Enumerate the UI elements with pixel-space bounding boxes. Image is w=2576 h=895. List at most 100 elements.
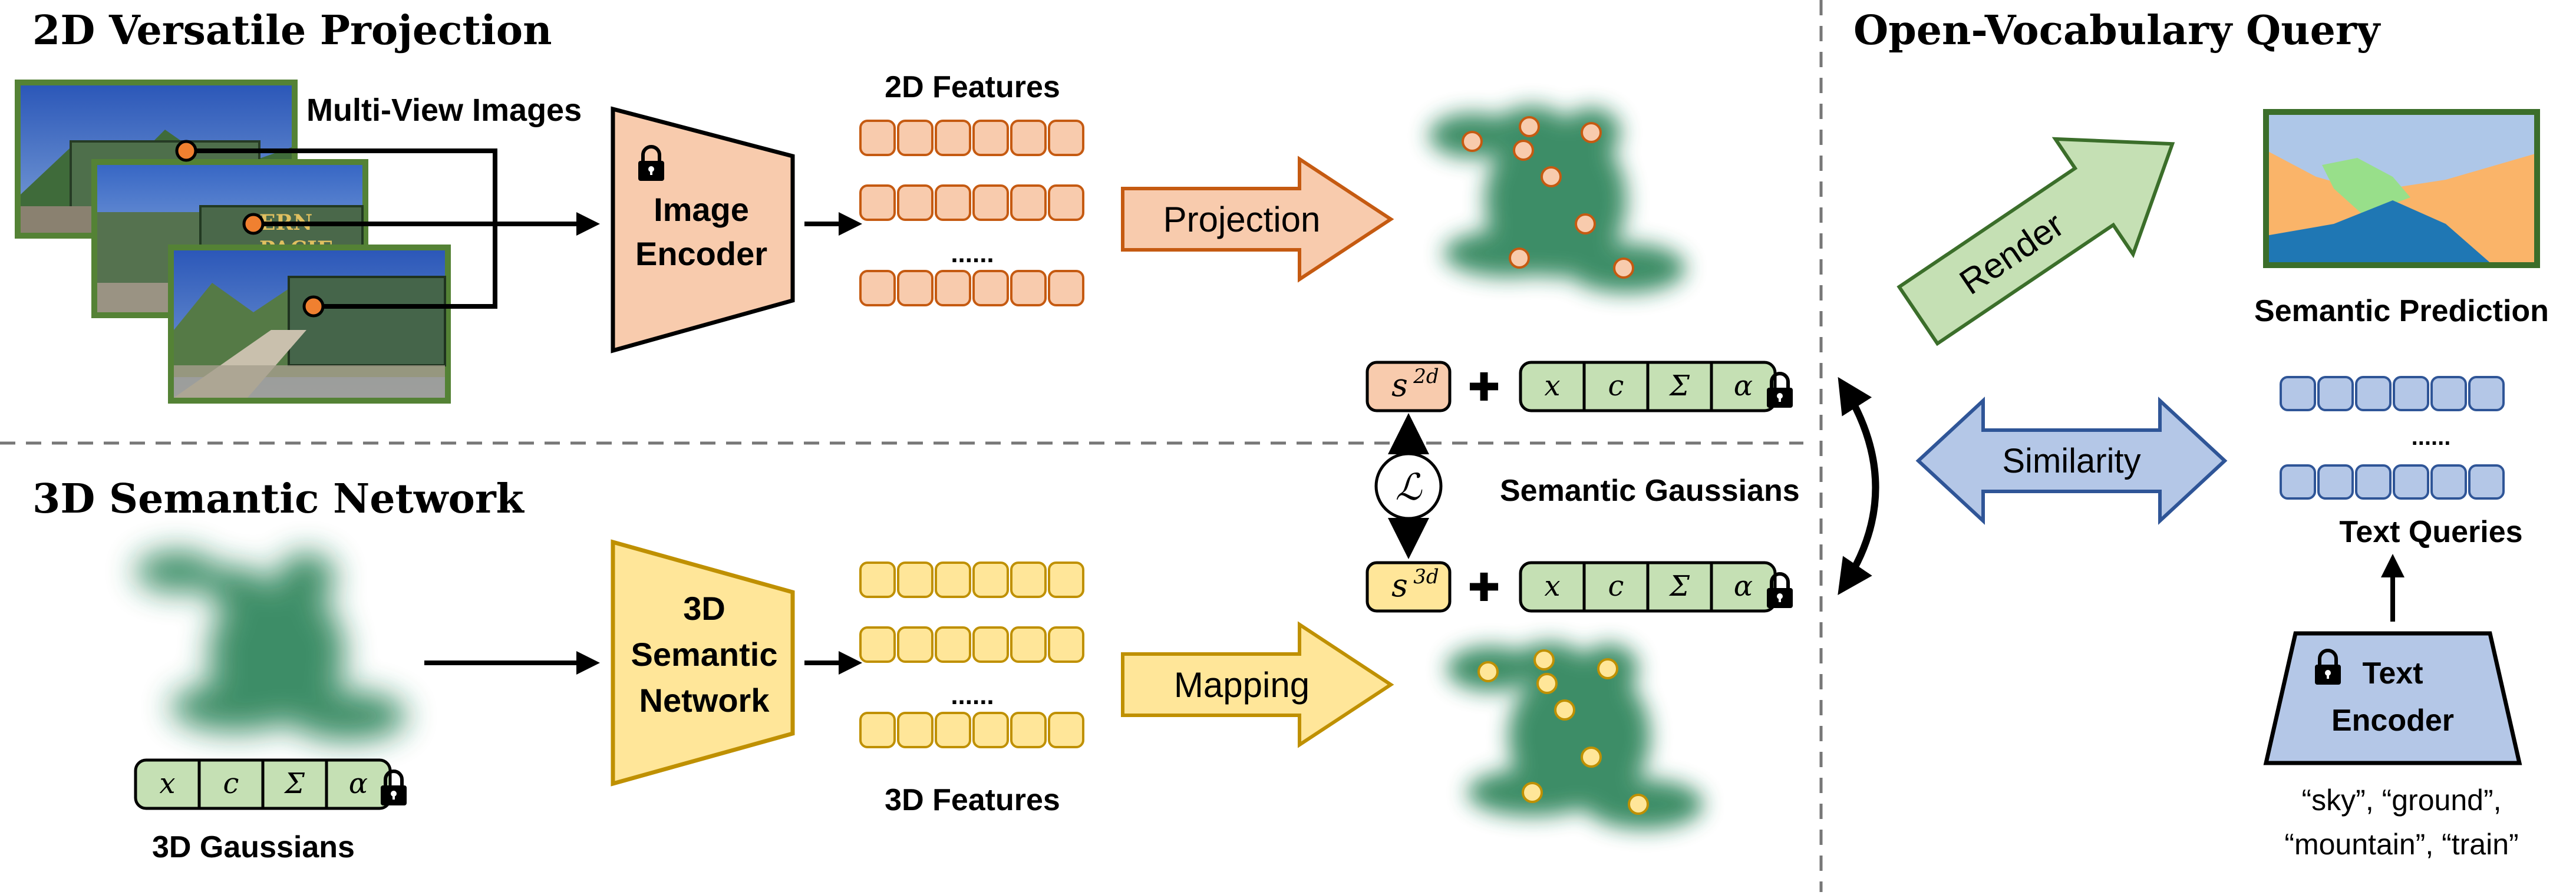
multi-view-images-label: Multi-View Images: [306, 93, 582, 128]
loss-connector: ℒ: [1374, 413, 1443, 559]
text-query-cell: [2430, 464, 2467, 500]
plus-icon: ✚: [1467, 365, 1500, 409]
feature-cell: [1010, 562, 1047, 598]
view-image-3: [168, 245, 451, 404]
feature-cell: [897, 120, 934, 156]
param-3: α: [1734, 369, 1753, 402]
section-title-projection: 2D Versatile Projection: [32, 7, 552, 54]
feature-cell: [859, 562, 896, 598]
features-2d-label: 2D Features: [885, 70, 1060, 104]
loss-icon: ℒ: [1396, 465, 1423, 508]
network-label-3: Network: [639, 682, 770, 719]
feature-cell: [1010, 712, 1047, 748]
lock-icon: [1767, 574, 1793, 608]
projection-arrow: Projection: [1121, 156, 1394, 283]
feature-cell: [935, 120, 971, 156]
text-query-cell: [2280, 464, 2316, 500]
features-3d-grid: [859, 562, 1084, 748]
section-title-query: Open-Vocabulary Query: [1853, 7, 2382, 54]
param-2: Σ: [1668, 570, 1690, 603]
feature-cell: [935, 626, 971, 663]
semantic-gaussians-2d-blob: [1429, 106, 1686, 293]
feature-cell: [1048, 626, 1084, 663]
lock-icon: [381, 771, 407, 805]
param-2: Σ: [283, 767, 305, 800]
multi-view-images: ERN PACIF: [15, 80, 600, 404]
text-query-cell: [2280, 376, 2316, 411]
text-encoder-label-2: Encoder: [2331, 704, 2454, 738]
gaussians-3d-label: 3D Gaussians: [152, 830, 355, 864]
features-3d-label: 3D Features: [885, 783, 1060, 817]
feature-cell: [972, 184, 1009, 221]
features-2d-dots: ......: [951, 239, 994, 268]
feature-cell: [859, 712, 896, 748]
mapping-arrow: Mapping: [1121, 621, 1394, 748]
text-query-cell: [2430, 376, 2467, 411]
projection-label: Projection: [1163, 200, 1321, 239]
lock-icon: [1767, 374, 1793, 408]
s3d-symbol: s: [1391, 567, 1408, 604]
text-query-cell: [2468, 464, 2505, 500]
feature-cell: [972, 712, 1009, 748]
feature-cell: [897, 184, 934, 221]
query-text-line-1: “sky”, “ground”,: [2302, 784, 2502, 817]
s2d-box: s 2d: [1365, 361, 1452, 412]
feature-cell: [1048, 184, 1084, 221]
mapping-label: Mapping: [1174, 665, 1310, 705]
feature-cell: [935, 270, 971, 306]
text-query-dots: ......: [2412, 424, 2451, 450]
s2d-symbol: s: [1391, 366, 1408, 404]
text-query-features: [2280, 376, 2505, 500]
feature-cell: [897, 562, 934, 598]
text-query-cell: [2355, 376, 2392, 411]
section-title-network: 3D Semantic Network: [32, 475, 525, 523]
feature-cell: [897, 626, 934, 663]
text-query-cell: [2317, 376, 2354, 411]
feature-cell: [935, 562, 971, 598]
text-query-cell: [2393, 464, 2429, 500]
feature-cell: [972, 562, 1009, 598]
param-3: α: [349, 767, 368, 800]
feature-cell: [859, 120, 896, 156]
text-query-cell: [2317, 464, 2354, 500]
similarity-label: Similarity: [2002, 442, 2140, 480]
text-encoder: Text Encoder: [2263, 631, 2522, 765]
s2d-superscript: 2d: [1413, 365, 1439, 388]
feature-cell: [1048, 712, 1084, 748]
gaussians-3d-blob: [136, 551, 407, 741]
text-query-cell: [2355, 464, 2392, 500]
semantic-prediction-image: [2263, 109, 2540, 268]
feature-cell: [897, 712, 934, 748]
feature-cell: [1048, 120, 1084, 156]
semantic-gaussians-label: Semantic Gaussians: [1500, 474, 1800, 508]
s3d-box: s 3d: [1365, 561, 1452, 613]
text-queries-label: Text Queries: [2339, 515, 2522, 549]
semantic-prediction-label: Semantic Prediction: [2254, 294, 2549, 328]
param-0: x: [1544, 369, 1560, 402]
feature-cell: [1048, 562, 1084, 598]
feature-cell: [859, 270, 896, 306]
feature-cell: [935, 184, 971, 221]
feature-cell: [859, 626, 896, 663]
feature-cell: [1048, 270, 1084, 306]
feature-cell: [1010, 270, 1047, 306]
param-0: x: [1544, 570, 1560, 603]
param-1: c: [223, 767, 239, 800]
similarity-arrow: Similarity: [1915, 397, 2228, 525]
semantic-network-3d: 3D Semantic Network: [611, 539, 795, 787]
param-1: c: [1608, 369, 1624, 402]
image-encoder-label-1: Image: [654, 191, 749, 228]
network-label-2: Semantic: [631, 636, 778, 673]
render-arrow: Render: [1896, 137, 2175, 346]
network-label-1: 3D: [683, 590, 725, 627]
feature-cell: [1010, 120, 1047, 156]
feature-cell: [1010, 184, 1047, 221]
feature-cell: [972, 626, 1009, 663]
semantic-gaussians-3d-blob: [1447, 642, 1703, 829]
query-text-line-2: “mountain”, “train”: [2284, 828, 2518, 861]
text-query-cell: [2468, 376, 2505, 411]
link-arrow-icon: [1838, 377, 1879, 595]
